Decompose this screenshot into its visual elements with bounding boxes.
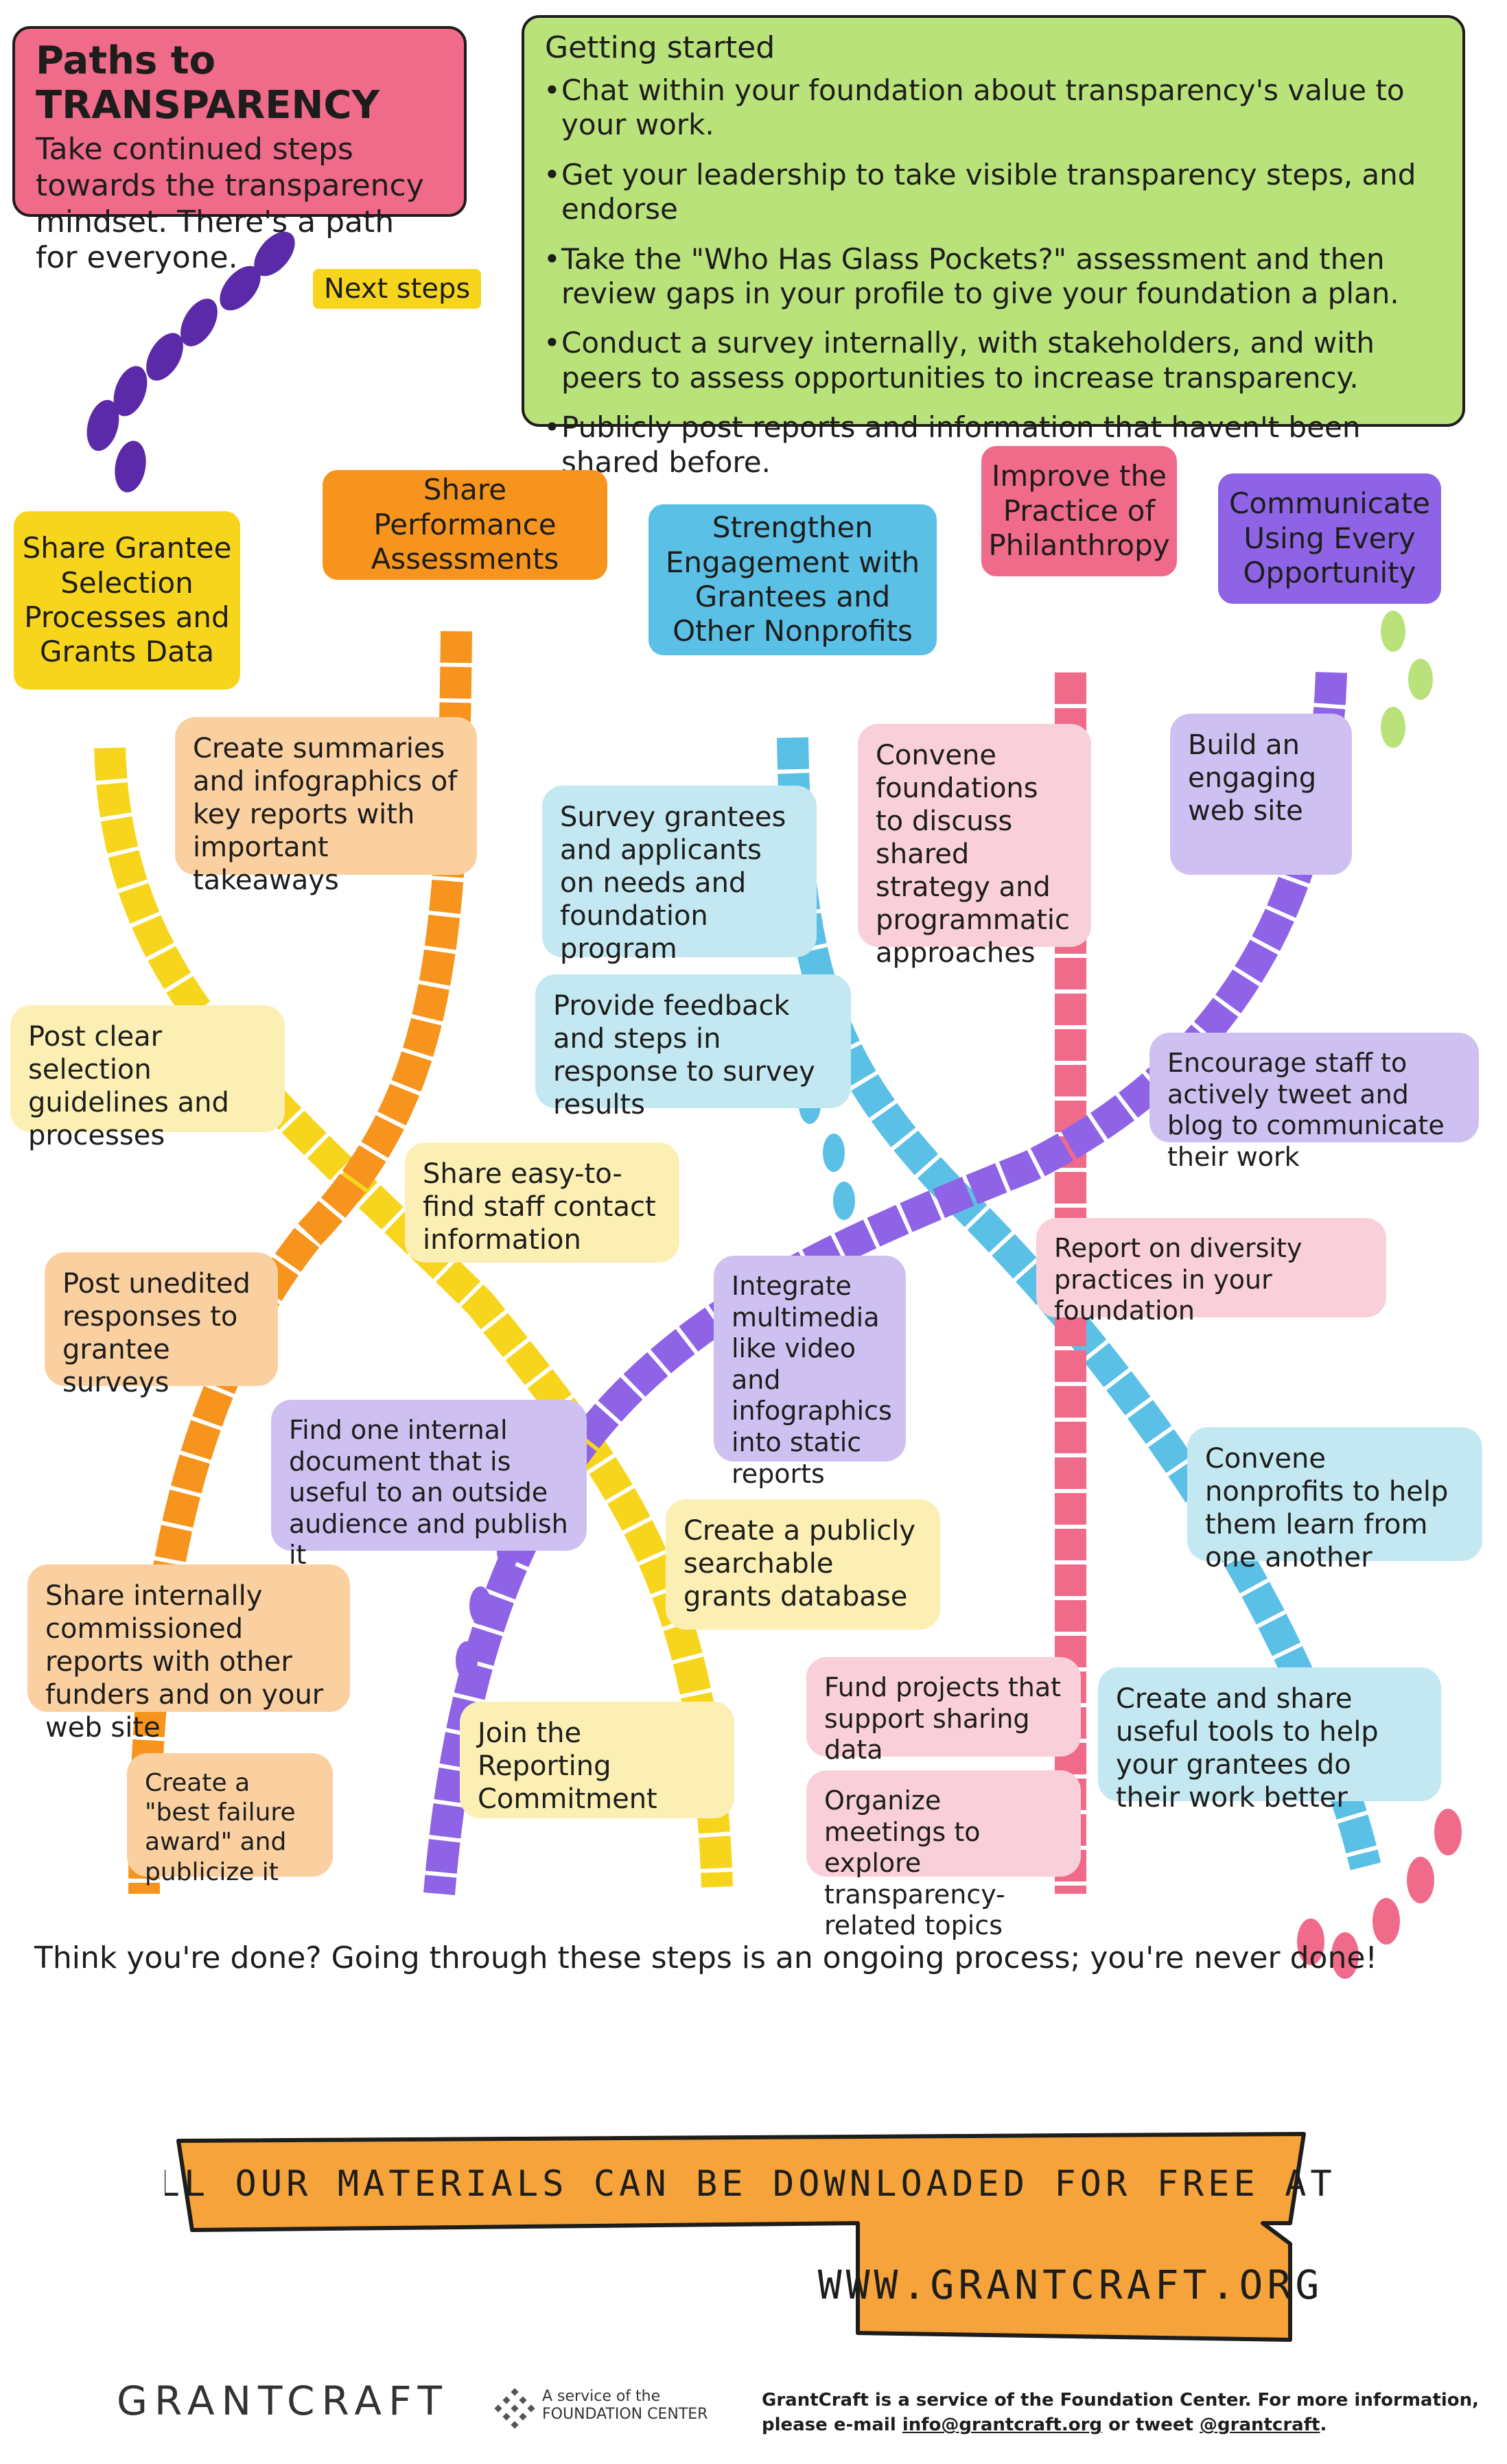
footprints-icon bbox=[1381, 611, 1433, 748]
footprints-icon bbox=[1297, 1809, 1462, 1979]
footprints-icon bbox=[86, 231, 295, 493]
list-item: Take the "Who Has Glass Pockets?" assess… bbox=[544, 242, 1442, 312]
banner-line2: WWW.GRANTCRAFT.ORG bbox=[818, 2262, 1324, 2308]
callout-fund-data-sharing: Fund projects that support sharing data bbox=[806, 1657, 1081, 1765]
list-item: Conduct a survey internally, with stakeh… bbox=[544, 326, 1442, 395]
category-improve-practice: Improve the Practice of Philanthropy bbox=[981, 446, 1177, 576]
footer-info: GrantCraft is a service of the Foundatio… bbox=[762, 2388, 1479, 2438]
list-item: Get your leadership to take visible tran… bbox=[544, 158, 1442, 227]
service-line2: FOUNDATION CENTER bbox=[542, 2406, 708, 2424]
category-strengthen-engagement: Strengthen Engagement with Grantees and … bbox=[649, 504, 937, 655]
category-communicate: Communicate Using Every Opportunity bbox=[1218, 473, 1441, 604]
callout-find-internal-document: Find one internal document that is usefu… bbox=[271, 1400, 587, 1570]
email-link[interactable]: info@grantcraft.org bbox=[902, 2415, 1103, 2436]
footer-info-line1: GrantCraft is a service of the Foundatio… bbox=[762, 2390, 1480, 2410]
callout-create-tools: Create and share useful tools to help yo… bbox=[1098, 1667, 1441, 1814]
getting-started-list: Chat within your foundation about transp… bbox=[544, 73, 1442, 480]
footer-info-pre: please e-mail bbox=[762, 2415, 902, 2436]
callout-reporting-commitment: Join the Reporting Commitment bbox=[460, 1702, 734, 1818]
title-box: Paths to TRANSPARENCY Take continued ste… bbox=[12, 26, 467, 275]
foundation-center-label: A service of the FOUNDATION CENTER bbox=[542, 2388, 708, 2424]
page-subtitle: Take continued steps towards the transpa… bbox=[36, 132, 424, 276]
callout-share-staff-contact: Share easy-to-find staff contact informa… bbox=[405, 1142, 679, 1263]
callout-provide-feedback: Provide feedback and steps in response t… bbox=[535, 974, 851, 1120]
callout-post-survey-responses: Post unedited responses to grantee surve… bbox=[45, 1252, 278, 1398]
next-steps-label: Next steps bbox=[313, 269, 482, 309]
callout-convene-nonprofits: Convene nonprofits to help them learn fr… bbox=[1187, 1427, 1482, 1573]
category-share-grantee-selection: Share Grantee Selection Processes and Gr… bbox=[14, 511, 240, 690]
callout-create-summaries: Create summaries and infographics of key… bbox=[175, 717, 477, 896]
callout-integrate-multimedia: Integrate multimedia like video and info… bbox=[714, 1256, 906, 1489]
callout-survey-grantees: Survey grantees and applicants on needs … bbox=[542, 786, 817, 965]
getting-started-box: Getting started Chat within your foundat… bbox=[522, 15, 1465, 479]
footer-info-line2: please e-mail info@grantcraft.org or twe… bbox=[762, 2413, 1479, 2437]
brand-logo: GRANTCRAFT bbox=[117, 2378, 449, 2424]
download-banner: ALL OUR MATERIALS CAN BE DOWNLOADED FOR … bbox=[165, 2132, 1331, 2342]
footer-info-end: . bbox=[1320, 2415, 1327, 2436]
callout-convene-foundations: Convene foundations to discuss shared st… bbox=[858, 724, 1091, 969]
twitter-link[interactable]: @grantcraft bbox=[1200, 2415, 1320, 2436]
callout-post-selection-guidelines: Post clear selection guidelines and proc… bbox=[10, 1005, 285, 1151]
callout-best-failure-award: Create a "best failure award" and public… bbox=[127, 1753, 333, 1886]
callout-encourage-staff-tweet: Encourage staff to actively tweet and bl… bbox=[1149, 1033, 1479, 1172]
callout-share-commissioned-reports: Share internally commissioned reports wi… bbox=[27, 1564, 350, 1744]
callout-searchable-grants-db: Create a publicly searchable grants data… bbox=[666, 1499, 940, 1630]
closing-text: Think you're done? Going through these s… bbox=[34, 1940, 1378, 1975]
foundation-center-icon bbox=[494, 2388, 535, 2429]
callout-organize-meetings: Organize meetings to explore transparenc… bbox=[806, 1770, 1081, 1940]
category-share-performance-assessments: Share Performance Assessments bbox=[323, 470, 607, 580]
banner-line1: ALL OUR MATERIALS CAN BE DOWNLOADED FOR … bbox=[165, 2163, 1331, 2205]
list-item: Chat within your foundation about transp… bbox=[544, 73, 1442, 143]
page-title: Paths to TRANSPARENCY bbox=[36, 38, 379, 128]
callout-report-diversity: Report on diversity practices in your fo… bbox=[1036, 1218, 1386, 1326]
getting-started-heading: Getting started bbox=[545, 30, 775, 65]
footer-info-mid: or tweet bbox=[1102, 2415, 1200, 2436]
service-line1: A service of the bbox=[542, 2388, 661, 2405]
callout-build-web-site: Build an engaging web site bbox=[1170, 714, 1352, 875]
